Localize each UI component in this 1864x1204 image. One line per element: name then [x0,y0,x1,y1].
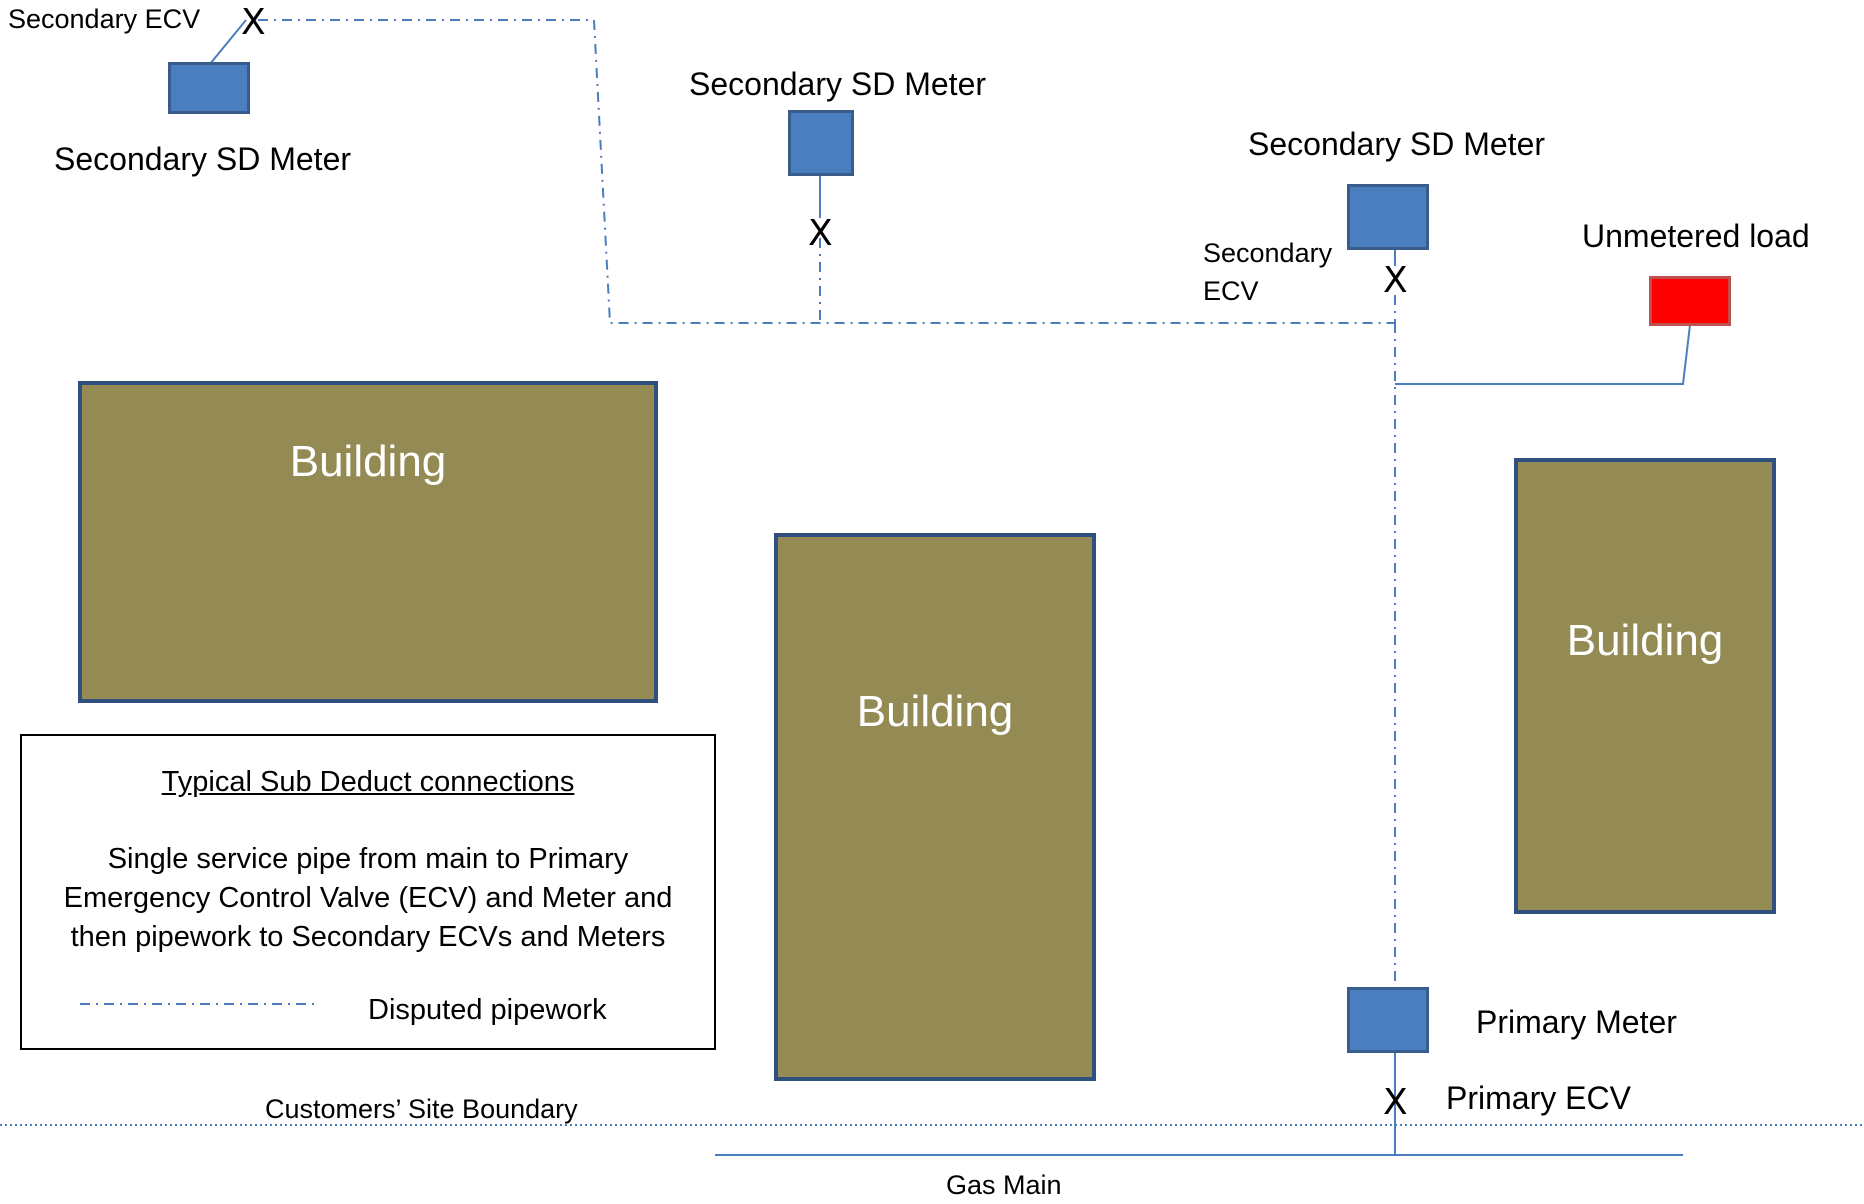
primary-ecv-label: Primary ECV [1446,1080,1631,1116]
top-left-ecv-label: Secondary ECV [8,4,201,34]
pipe-top-left-meter [209,19,247,65]
unmetered-load-box [1649,276,1731,326]
building-right-label: Building [1566,616,1724,665]
right-ecv-label: Secondary ECV [1203,238,1333,306]
legend-title: Typical Sub Deduct connections [161,766,575,798]
legend-key-label: Disputed pipework [368,994,607,1026]
disputed-pipe-top-branch [258,19,1395,324]
building-left-label: Building [289,437,447,486]
legend-box: Typical Sub Deduct connections Single se… [20,734,716,1050]
top-left-secondary-meter [168,62,250,114]
right-secondary-meter [1347,184,1429,250]
middle-meter-label: Secondary SD Meter [689,66,987,102]
legend-description: Single service pipe from main to Primary… [63,843,673,953]
middle-secondary-meter [788,110,854,176]
site-boundary-label: Customers’ Site Boundary [265,1094,578,1124]
primary-meter-label: Primary Meter [1476,1004,1677,1040]
pipe-unmetered-load [1395,324,1691,385]
building-right: Building [1514,458,1776,914]
building-left: Building [78,381,658,703]
top-left-meter-label: Secondary SD Meter [54,141,352,177]
building-center-label: Building [856,687,1014,736]
right-meter-label: Secondary SD Meter [1248,126,1546,162]
right-ecv-valve-icon: X [1383,260,1408,301]
building-center: Building [774,533,1096,1081]
top-left-ecv-valve-icon: X [241,2,266,43]
gas-main-label: Gas Main [946,1170,1062,1200]
middle-ecv-valve-icon: X [808,213,833,254]
primary-meter [1347,987,1429,1053]
primary-ecv-valve-icon: X [1383,1082,1408,1123]
unmetered-load-label: Unmetered load [1582,218,1810,254]
